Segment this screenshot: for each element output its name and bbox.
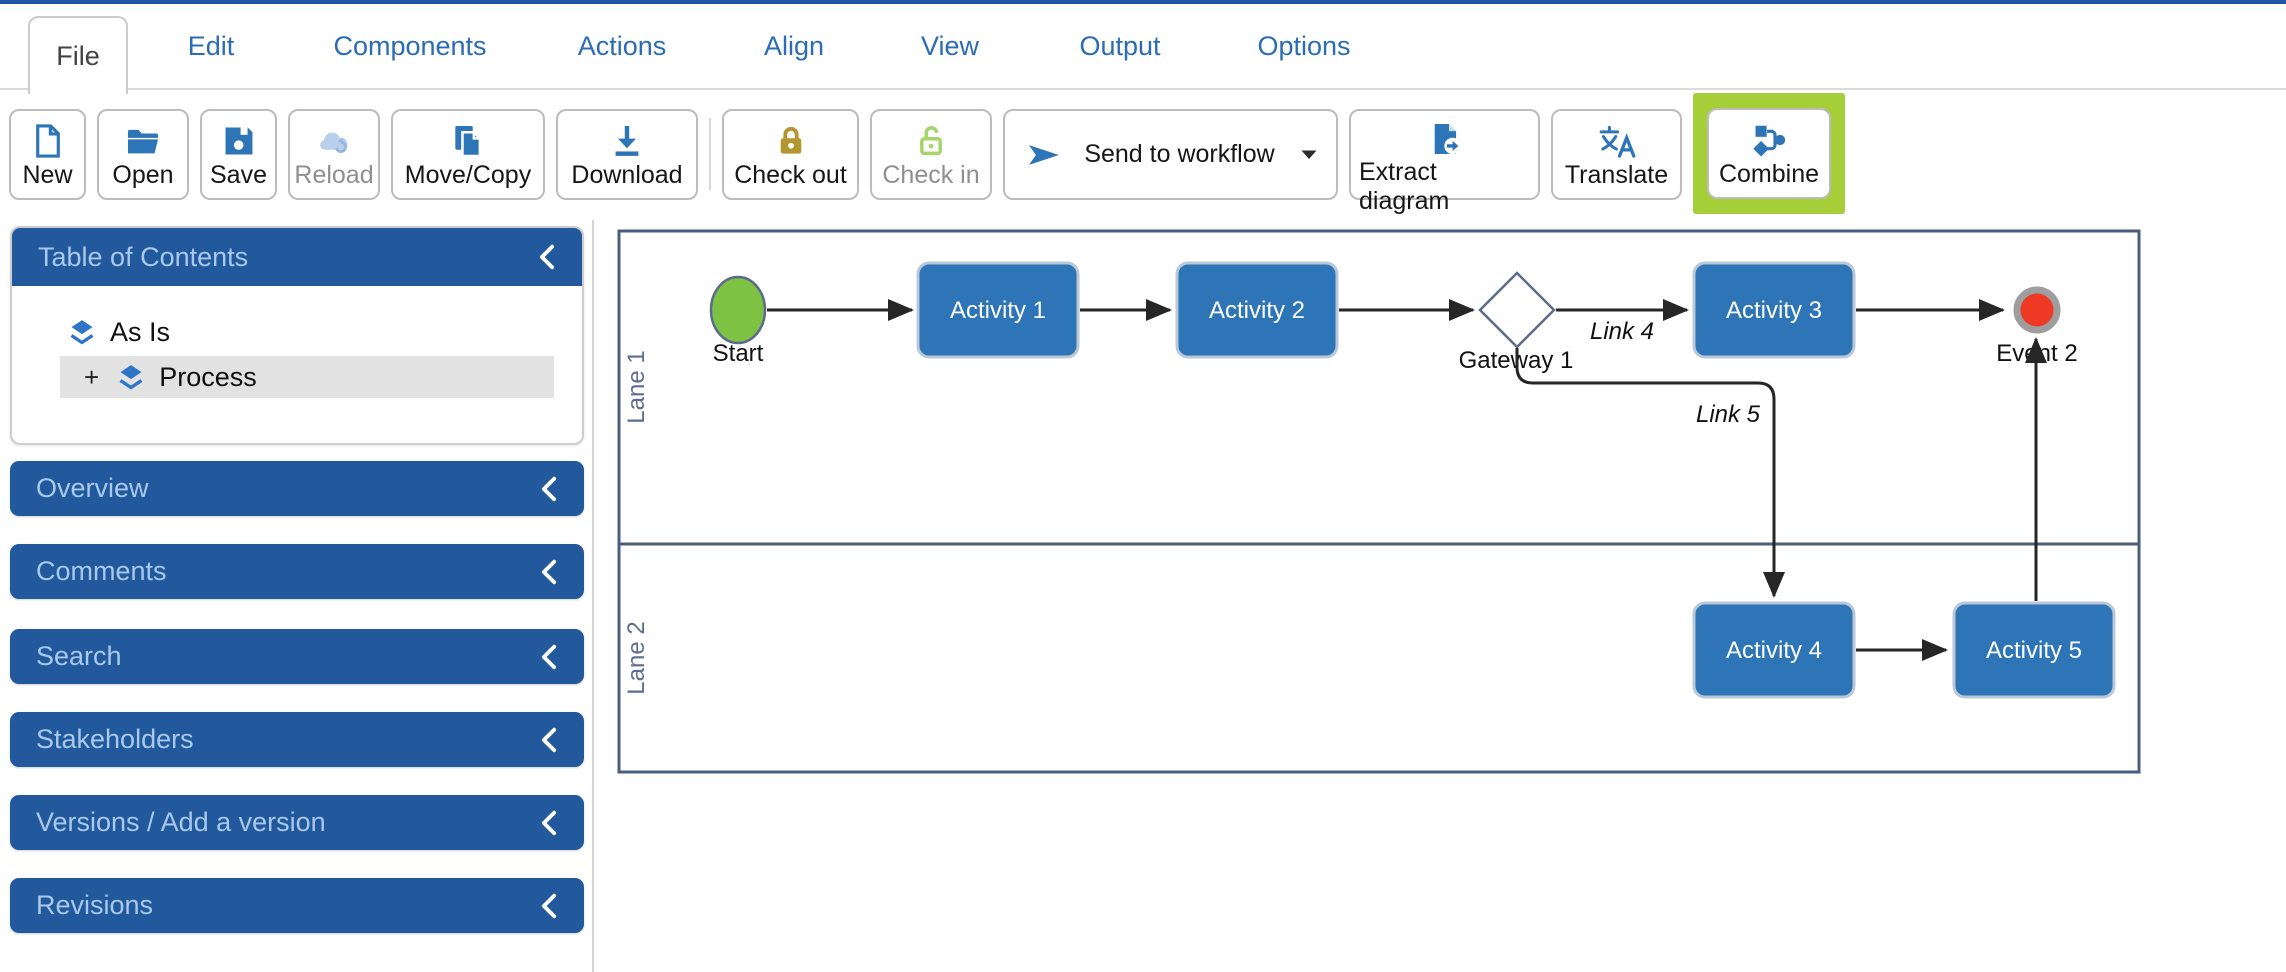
move-copy-button[interactable]: Move/Copy — [391, 109, 545, 200]
combine-merge-icon — [1750, 119, 1788, 160]
expand-plus[interactable]: + — [84, 361, 100, 392]
panel-versions[interactable]: Versions / Add a version — [10, 795, 584, 850]
toc-tree: As Is + Process — [12, 286, 582, 398]
toc-item-process[interactable]: + Process — [60, 356, 554, 398]
toc-item-label: Process — [159, 361, 257, 392]
sidebar: Table of Contents As Is + Proc — [10, 226, 584, 966]
menu-item-view[interactable]: View — [920, 30, 980, 61]
tab-file[interactable]: File — [28, 16, 128, 94]
activity-2-label: Activity 2 — [1209, 297, 1305, 324]
send-icon — [1022, 137, 1066, 173]
toc-item-label: As Is — [110, 316, 171, 347]
activity-4-node[interactable] — [1692, 601, 1856, 699]
download-icon — [608, 120, 646, 161]
collapse-chevron-icon — [540, 559, 558, 585]
tab-file-label: File — [56, 40, 100, 71]
start-event-node[interactable] — [709, 275, 767, 345]
save-button[interactable]: Save — [200, 109, 277, 200]
link-5-label: Link 5 — [1696, 401, 1761, 428]
activity-3-node[interactable] — [1692, 261, 1856, 359]
menu-item-align[interactable]: Align — [763, 30, 825, 61]
new-button[interactable]: New — [9, 109, 86, 200]
reload-button[interactable]: Reload — [288, 109, 380, 200]
toc-panel-header[interactable]: Table of Contents — [12, 228, 582, 286]
toc-title: Table of Contents — [38, 241, 249, 272]
layers-icon — [117, 363, 145, 391]
activity-1-label: Activity 1 — [950, 297, 1046, 324]
flow-gateway1-to-activity4[interactable] — [1515, 348, 1785, 598]
event-2-node[interactable] — [2013, 286, 2061, 334]
gateway-1-node[interactable] — [1478, 271, 1556, 349]
save-floppy-icon — [220, 120, 258, 161]
activity-5-node[interactable] — [1952, 601, 2116, 699]
activity-1-node[interactable] — [916, 261, 1080, 359]
reload-cloud-icon — [314, 120, 354, 161]
check-in-button[interactable]: Check in — [870, 109, 992, 200]
translate-icon — [1596, 120, 1638, 161]
menu-item-options[interactable]: Options — [1257, 30, 1351, 61]
open-folder-icon — [123, 120, 163, 161]
combine-button[interactable]: Combine — [1707, 108, 1831, 199]
send-to-workflow-button[interactable]: Send to workflow — [1003, 109, 1338, 200]
menu-item-components[interactable]: Components — [333, 30, 487, 61]
activity-2-node[interactable] — [1175, 261, 1339, 359]
collapse-chevron-icon — [540, 810, 558, 836]
toolbar-divider — [709, 118, 711, 190]
collapse-chevron-icon[interactable] — [538, 244, 556, 270]
dropdown-caret-icon[interactable] — [1299, 148, 1319, 162]
download-button[interactable]: Download — [556, 109, 698, 200]
panel-overview[interactable]: Overview — [10, 461, 584, 516]
move-copy-icon — [449, 120, 487, 161]
panel-stakeholders[interactable]: Stakeholders — [10, 712, 584, 767]
open-button[interactable]: Open — [97, 109, 189, 200]
panel-revisions[interactable]: Revisions — [10, 878, 584, 933]
extract-diagram-button[interactable]: Extract diagram — [1349, 109, 1540, 215]
start-label: Start — [713, 340, 764, 367]
collapse-chevron-icon — [540, 476, 558, 502]
link-4-label: Link 4 — [1590, 318, 1654, 345]
activity-5-label: Activity 5 — [1986, 637, 2082, 664]
collapse-chevron-icon — [540, 893, 558, 919]
menu-item-edit[interactable]: Edit — [187, 30, 235, 61]
toolbar: New Open Save Reload Move/Copy — [9, 93, 1845, 215]
layers-icon — [68, 318, 96, 346]
diagram-canvas[interactable]: Lane 1 Lane 2 Start Activity 1 Activity … — [600, 212, 2160, 790]
collapse-chevron-icon — [540, 644, 558, 670]
panel-comments[interactable]: Comments — [10, 544, 584, 599]
top-accent-bar — [0, 0, 2286, 4]
lane-1-label: Lane 1 — [623, 350, 650, 423]
menu-item-actions[interactable]: Actions — [577, 30, 667, 61]
collapse-chevron-icon — [540, 727, 558, 753]
lock-open-icon — [912, 120, 950, 161]
process-pool — [617, 229, 2141, 774]
check-out-button[interactable]: Check out — [722, 109, 859, 200]
lane-2-label: Lane 2 — [623, 621, 650, 694]
panel-search[interactable]: Search — [10, 629, 584, 684]
table-of-contents-panel: Table of Contents As Is + Proc — [10, 226, 584, 445]
translate-button[interactable]: Translate — [1551, 109, 1682, 200]
activity-4-label: Activity 4 — [1726, 637, 1822, 664]
extract-diagram-icon — [1426, 120, 1464, 158]
combine-highlight: Combine — [1693, 93, 1845, 214]
activity-3-label: Activity 3 — [1726, 297, 1822, 324]
sidebar-divider — [592, 220, 594, 972]
lock-closed-icon — [772, 120, 810, 161]
new-document-icon — [29, 120, 67, 161]
menu-bar: File Edit Components Actions Align View … — [0, 4, 2286, 94]
menu-item-output[interactable]: Output — [1079, 30, 1161, 61]
toc-item-as-is[interactable]: As Is — [68, 310, 582, 354]
